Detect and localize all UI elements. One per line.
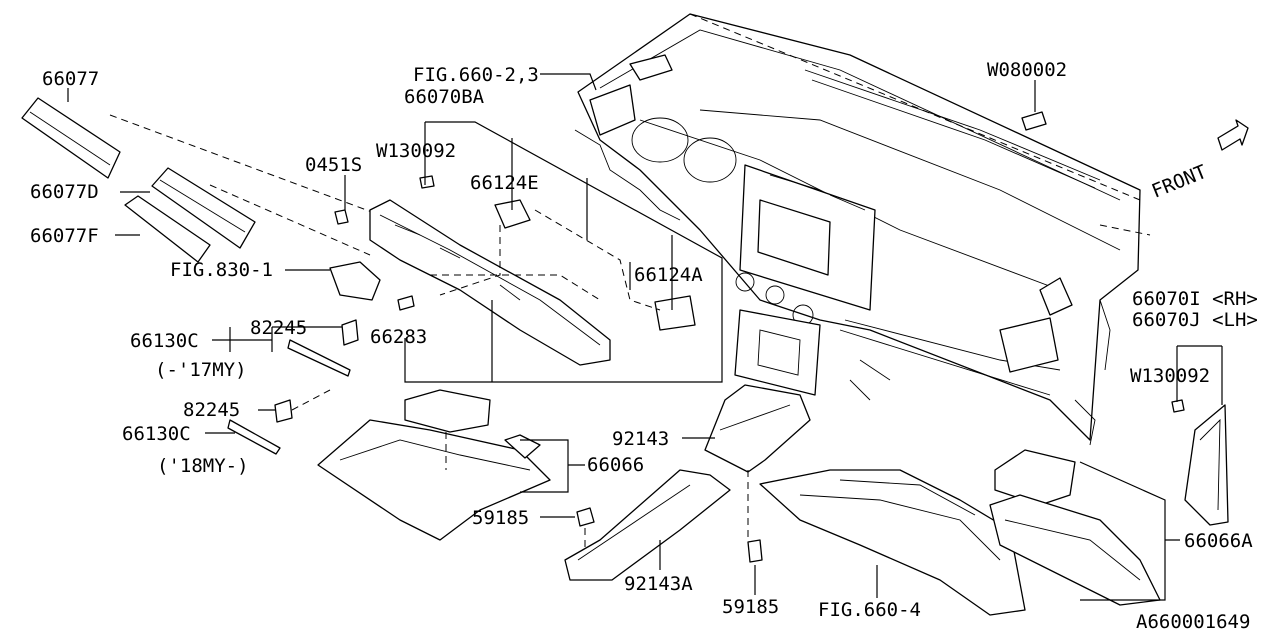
label-front: FRONT bbox=[1149, 161, 1210, 203]
bracket-82245-a-drawing bbox=[341, 319, 359, 346]
dashboard-right-dash bbox=[1099, 224, 1151, 236]
instrument-panel-drawing bbox=[574, 13, 1141, 446]
leader-66066a bbox=[1079, 461, 1180, 601]
label-82245-b: 82245 bbox=[183, 399, 240, 421]
bar-66130c-b-drawing bbox=[227, 419, 281, 455]
label-w130092-a: W130092 bbox=[376, 140, 456, 162]
cover-66066-drawing bbox=[317, 389, 551, 541]
label-66130c-a: 66130C bbox=[130, 330, 199, 352]
clip-59185-b-drawing bbox=[747, 539, 763, 563]
leader-66070i bbox=[1176, 345, 1223, 405]
trim-66077f-drawing bbox=[124, 195, 211, 263]
label-66077: 66077 bbox=[42, 68, 99, 90]
label-66130c-b: 66130C bbox=[122, 423, 191, 445]
leader-66070ba bbox=[404, 121, 723, 383]
trim-66077d-dash bbox=[209, 184, 371, 256]
bracket-82245-b-dash bbox=[291, 389, 331, 411]
label-59185-a: 59185 bbox=[472, 507, 529, 529]
label-66077d: 66077D bbox=[30, 181, 99, 203]
duct-92143a-drawing bbox=[564, 469, 731, 581]
label-66124a: 66124A bbox=[634, 264, 703, 286]
glovebox-fig660-drawing bbox=[759, 469, 1026, 616]
label-w130092-b: W130092 bbox=[1130, 365, 1210, 387]
diagram-id: A660001649 bbox=[1136, 611, 1250, 633]
clip-w130092-drawing bbox=[419, 175, 435, 189]
frame-dash-1 bbox=[439, 225, 501, 296]
clip-66283-drawing bbox=[397, 295, 415, 311]
switch-fig830-drawing bbox=[329, 261, 381, 301]
label-18my: ('18MY-) bbox=[157, 455, 249, 477]
trim-66070i-drawing bbox=[1184, 404, 1229, 526]
label-w080002: W080002 bbox=[987, 59, 1067, 81]
label-fig830-1: FIG.830-1 bbox=[170, 259, 273, 281]
label-59185-b: 59185 bbox=[722, 596, 779, 618]
label-fig660-23: FIG.660-2,3 bbox=[413, 64, 539, 86]
label-66066: 66066 bbox=[587, 454, 644, 476]
label-0451s: 0451S bbox=[305, 154, 362, 176]
front-arrow-icon bbox=[1217, 119, 1249, 151]
cover-66066a-drawing bbox=[989, 449, 1161, 606]
pad-66124a-drawing bbox=[654, 295, 696, 331]
screw-0451s-drawing bbox=[334, 209, 349, 225]
clip-w130092-b-drawing bbox=[1171, 399, 1185, 413]
label-92143: 92143 bbox=[612, 428, 669, 450]
label-66070i: 66070I <RH> bbox=[1132, 288, 1258, 310]
leader-66066 bbox=[520, 439, 585, 493]
label-66124e: 66124E bbox=[470, 172, 539, 194]
label-66070ba: 66070BA bbox=[404, 86, 485, 108]
label-66077f: 66077F bbox=[30, 225, 99, 247]
leader-fig660-23 bbox=[540, 73, 597, 91]
label-82245-a: 82245 bbox=[250, 317, 307, 339]
duct-92143-drawing bbox=[704, 384, 811, 473]
label-17my: (-'17MY) bbox=[155, 359, 247, 381]
label-fig660-4: FIG.660-4 bbox=[818, 599, 921, 621]
trim-66077-drawing bbox=[21, 97, 121, 179]
bracket-82245-b-drawing bbox=[274, 399, 293, 423]
clip-59185-a-drawing bbox=[576, 507, 595, 527]
label-66283: 66283 bbox=[370, 326, 427, 348]
dashboard-outline-dash bbox=[689, 13, 1141, 201]
trim-66077d-drawing bbox=[151, 167, 256, 249]
frame-dash-3 bbox=[430, 274, 601, 301]
label-92143a: 92143A bbox=[624, 573, 693, 595]
label-66066a: 66066A bbox=[1184, 530, 1253, 552]
label-66070j: 66070J <LH> bbox=[1132, 309, 1258, 331]
bar-66130c-a-drawing bbox=[287, 339, 351, 377]
frame-dash-2 bbox=[534, 209, 661, 311]
